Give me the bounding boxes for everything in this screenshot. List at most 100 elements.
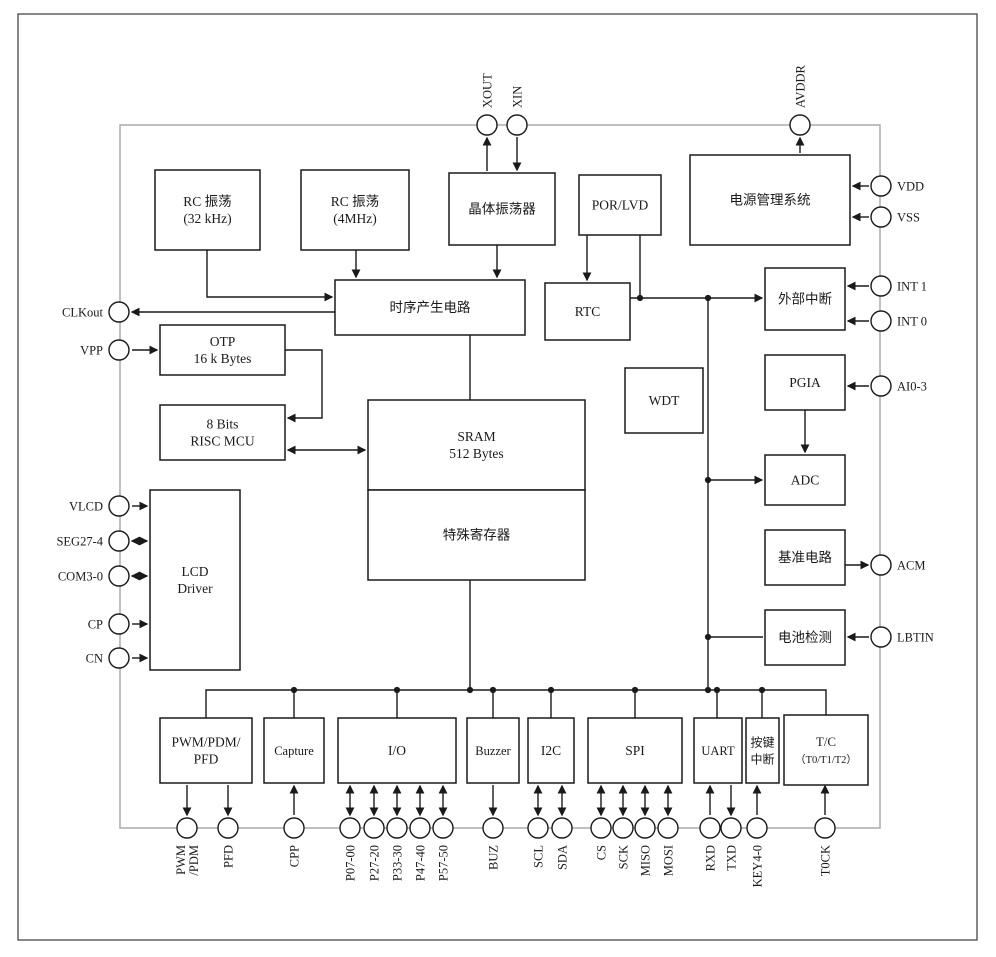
block-spi-label: SPI [625,743,645,758]
pin-xin-label: XIN [511,86,525,108]
block-extint-label: 外部中断 [778,292,832,307]
pin-ai0-3-label: AI0-3 [897,380,927,394]
pin-lbtin [870,626,892,648]
block-pwm [159,717,253,784]
block-buzzer [466,717,520,784]
pin-vdd [870,175,892,197]
block-rc4-label: (4MHz) [333,211,377,226]
block-io-label: I/O [388,743,406,758]
pin-xin [506,114,528,136]
junction-dot [704,294,712,302]
pin-pfd-label: PFD [222,845,236,868]
pin-p47-40-label: P47-40 [414,845,428,881]
block-io [337,717,457,784]
block-keyint [745,717,780,784]
block-capture [263,717,325,784]
pin-p27-20-label: P27-20 [368,845,382,881]
pin-p33-30 [386,817,408,839]
pin-p07-00-label: P07-00 [344,845,358,881]
block-pwm-label: PWM/PDM/ [171,735,240,750]
pin-miso [634,817,656,839]
pin-buz [482,817,504,839]
junction-dot [636,294,644,302]
pin-key4-0 [746,817,768,839]
block-otp [159,324,286,376]
pin-sck [612,817,634,839]
block-adc-label: ADC [791,473,820,488]
block-ref [764,529,846,586]
pin-cn [108,647,130,669]
block-lcd-label: LCD [182,564,209,579]
block-xtal [448,172,556,246]
block-lcd-label: Driver [177,581,213,596]
pin-cs [590,817,612,839]
block-uart [693,717,743,784]
pin-seg27-4 [108,530,130,552]
block-porlvd [578,174,662,236]
block-rtc [544,282,631,341]
block-pgia [764,354,846,411]
junction-dot [631,686,639,694]
block-pgia-label: PGIA [789,375,821,390]
block-i2c [527,717,575,784]
pin-int1-label: INT 1 [897,280,927,294]
block-keyint-label: 中断 [750,752,774,767]
block-i2c-label: I2C [541,743,561,758]
block-rtc-label: RTC [575,304,600,319]
junction-dot [704,633,712,641]
pin-mosi-label: MOSI [662,845,676,876]
block-uart-label: UART [701,744,735,758]
block-porlvd-label: POR/LVD [592,198,649,213]
pin-xout-label: XOUT [481,73,495,108]
block-sram-label: SRAM [457,429,495,444]
pin-p57-50-label: P57-50 [437,845,451,881]
block-adc [764,454,846,506]
block-rc4-label: RC 振荡 [331,194,379,209]
block-tc-label: （T0/T1/T2） [795,754,857,766]
outer-border [17,13,978,941]
junction-dot [466,686,474,694]
block-wdt [624,367,704,434]
pin-pwm-pdm [176,817,198,839]
pin-pwm-pdm-label: /PDM [187,845,201,876]
pin-sck-label: SCK [617,845,631,869]
pin-vlcd [108,495,130,517]
block-sfr [367,489,586,581]
pin-cp [108,613,130,635]
pin-buz-label: BUZ [487,845,501,870]
pin-clkout-label: CLKout [62,306,104,320]
block-sram [367,399,586,491]
pin-vlcd-label: VLCD [69,500,103,514]
block-buzzer-label: Buzzer [475,744,511,758]
pin-rxd [699,817,721,839]
block-pms-label: 电源管理系统 [730,193,811,208]
junction-dot [489,686,497,694]
pin-vpp-label: VPP [80,344,103,358]
pin-txd [720,817,742,839]
block-sram-label: 512 Bytes [449,446,503,461]
pin-pfd [217,817,239,839]
block-pwm-label: PFD [194,752,219,767]
pin-xout [476,114,498,136]
block-mcu-label: 8 Bits [207,417,239,432]
edge-otp-mcu [285,349,323,423]
block-rc32 [154,169,261,251]
pin-t0ck-label: T0CK [819,845,833,876]
edge-bottom-bus [205,689,827,718]
block-ref-label: 基准电路 [778,549,832,565]
pin-p57-50 [432,817,454,839]
block-batt [764,609,846,666]
block-pms [689,154,851,246]
pin-ai0-3 [870,375,892,397]
block-mcu [159,404,286,461]
pin-int0-label: INT 0 [897,315,927,329]
pin-sda-label: SDA [556,845,570,870]
pin-pwm-pdm-label: PWM [174,845,188,875]
block-rc32-label: RC 振荡 [183,194,231,209]
junction-dot [290,686,298,694]
pin-lbtin-label: LBTIN [897,631,934,645]
block-batt-label: 电池检测 [778,630,832,645]
pin-p27-20 [363,817,385,839]
